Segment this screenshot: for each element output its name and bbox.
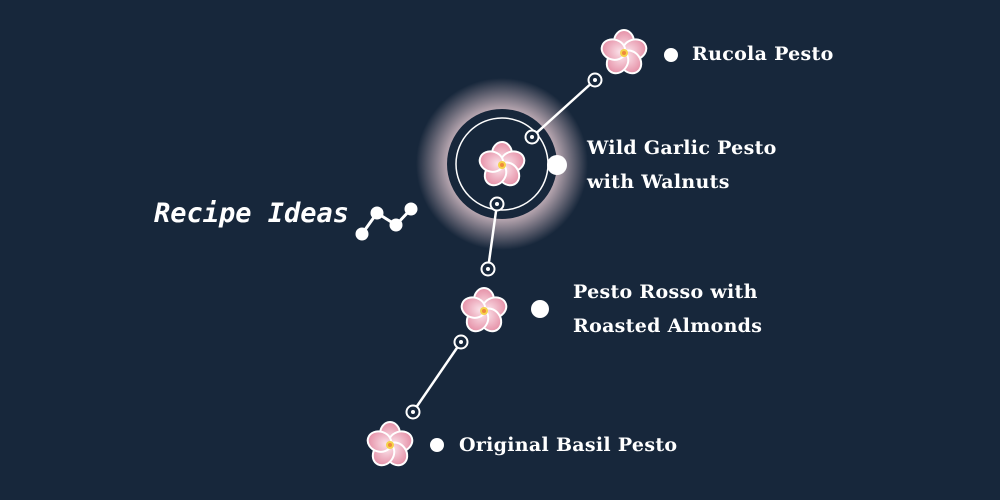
connector-lines — [411, 79, 596, 413]
connector-node — [524, 129, 540, 145]
flower-icon — [458, 287, 510, 337]
bullet-dot — [664, 48, 678, 62]
bullet-dot — [547, 155, 567, 175]
connector-line — [531, 79, 596, 138]
item-label-wild-garlic-pesto: Wild Garlic Pesto with Walnuts — [587, 131, 777, 199]
line-chart-icon — [355, 202, 418, 241]
connector-node — [480, 261, 496, 277]
item-label-original-basil-pesto: Original Basil Pesto — [459, 434, 678, 456]
bullet-dot — [531, 300, 549, 318]
connector-line — [411, 341, 463, 413]
connector-line — [486, 203, 499, 270]
connector-node — [405, 404, 421, 420]
connector-node — [453, 334, 469, 350]
item-label-rucola-pesto: Rucola Pesto — [692, 43, 834, 65]
label-line: Roasted Almonds — [573, 315, 763, 337]
diagram-title: Recipe Ideas — [154, 198, 350, 229]
connector-node — [587, 72, 603, 88]
flower-icon — [598, 29, 650, 79]
bullet-dot — [430, 438, 444, 452]
flower-icon — [364, 421, 416, 471]
label-line: Wild Garlic Pesto — [587, 137, 777, 159]
label-line: with Walnuts — [587, 171, 730, 193]
item-label-pesto-rosso: Pesto Rosso with Roasted Almonds — [573, 275, 762, 343]
connector-node — [489, 196, 505, 212]
label-line: Pesto Rosso with — [573, 281, 758, 303]
